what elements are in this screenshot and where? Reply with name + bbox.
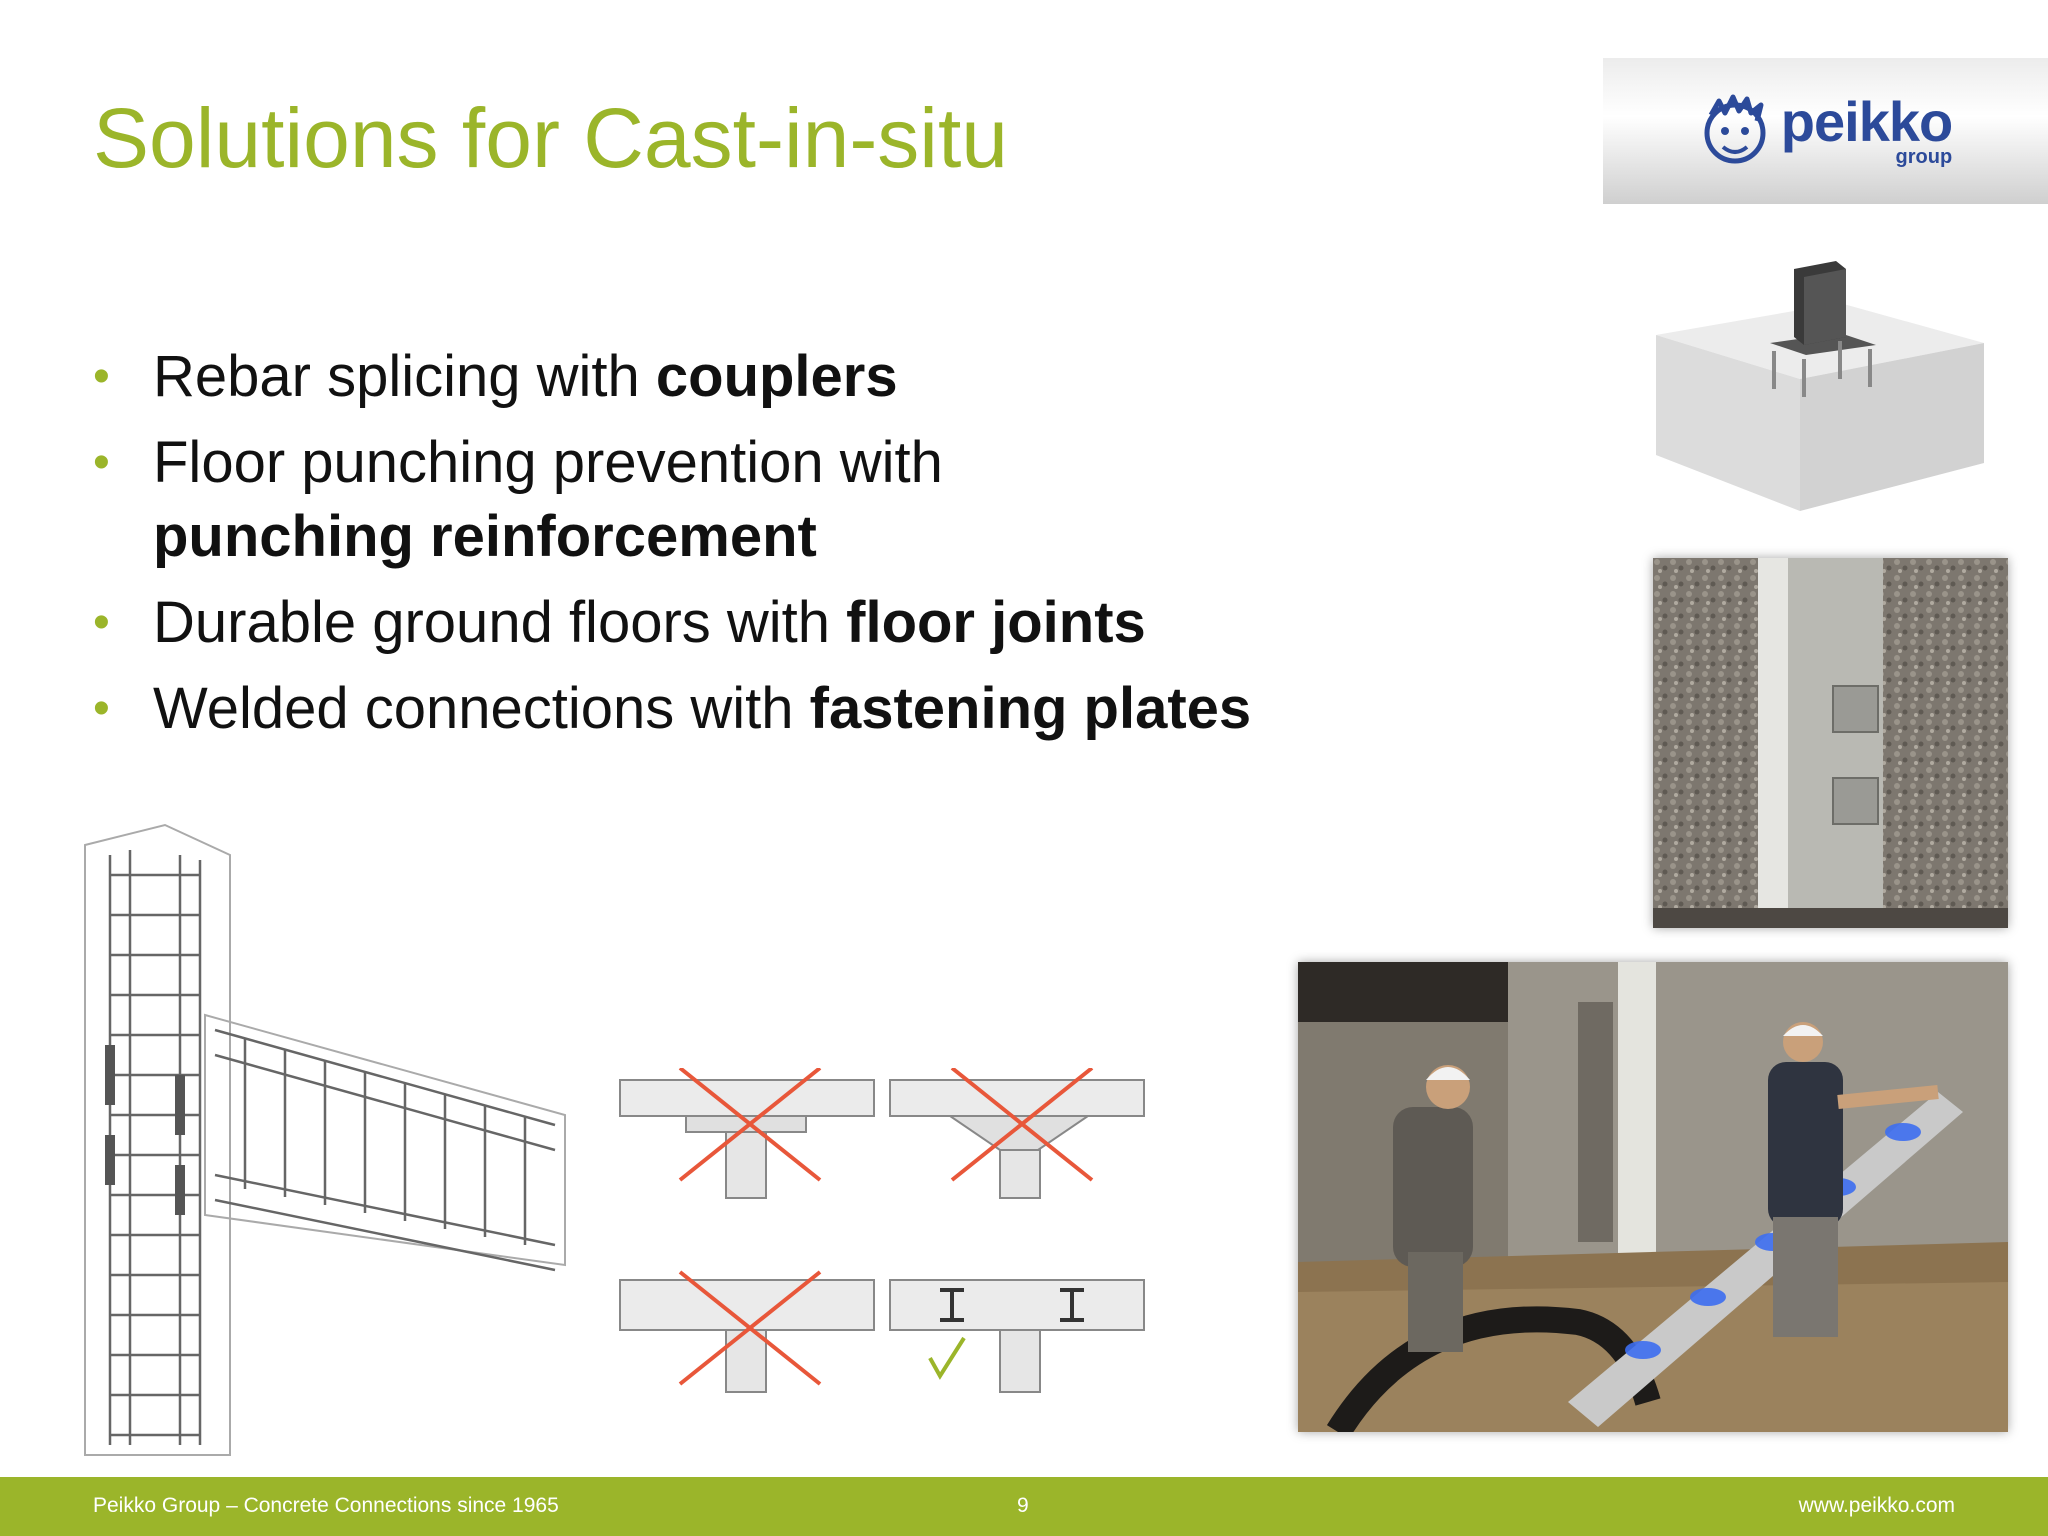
footer-page-number: 9 [1017, 1494, 1029, 1517]
bullet-dot-icon: • [93, 682, 110, 735]
bullet-dot-icon: • [93, 596, 110, 649]
bullet-list: • Rebar splicing with couplers • Floor p… [93, 340, 1393, 758]
bullet-item: • Rebar splicing with couplers [93, 340, 1393, 414]
footer-website: www.peikko.com [1798, 1494, 1955, 1517]
column-shoe-render [1650, 255, 1990, 515]
bullet-dot-icon: • [93, 350, 110, 403]
footer-company: Peikko Group – Concrete Connections sinc… [93, 1494, 559, 1517]
rebar-cage-drawing [55, 815, 575, 1460]
bullet-dot-icon: • [93, 436, 110, 489]
column-on-site-photo [1653, 558, 2008, 928]
troll-mascot-icon [1704, 94, 1766, 164]
floor-joint-workers-photo [1298, 962, 2008, 1432]
logo-subtitle: group [1895, 145, 1953, 168]
slide-footer: Peikko Group – Concrete Connections sinc… [0, 1477, 2048, 1536]
bullet-item: • Welded connections with fastening plat… [93, 672, 1393, 746]
punching-reinforcement-diagrams [618, 1066, 1150, 1398]
slide-title: Solutions for Cast-in-situ [93, 91, 1009, 185]
logo-wordmark: peikko [1780, 89, 1953, 153]
peikko-logo: peikko group [1603, 58, 2048, 204]
bullet-item: • Durable ground floors with floor joint… [93, 586, 1393, 660]
